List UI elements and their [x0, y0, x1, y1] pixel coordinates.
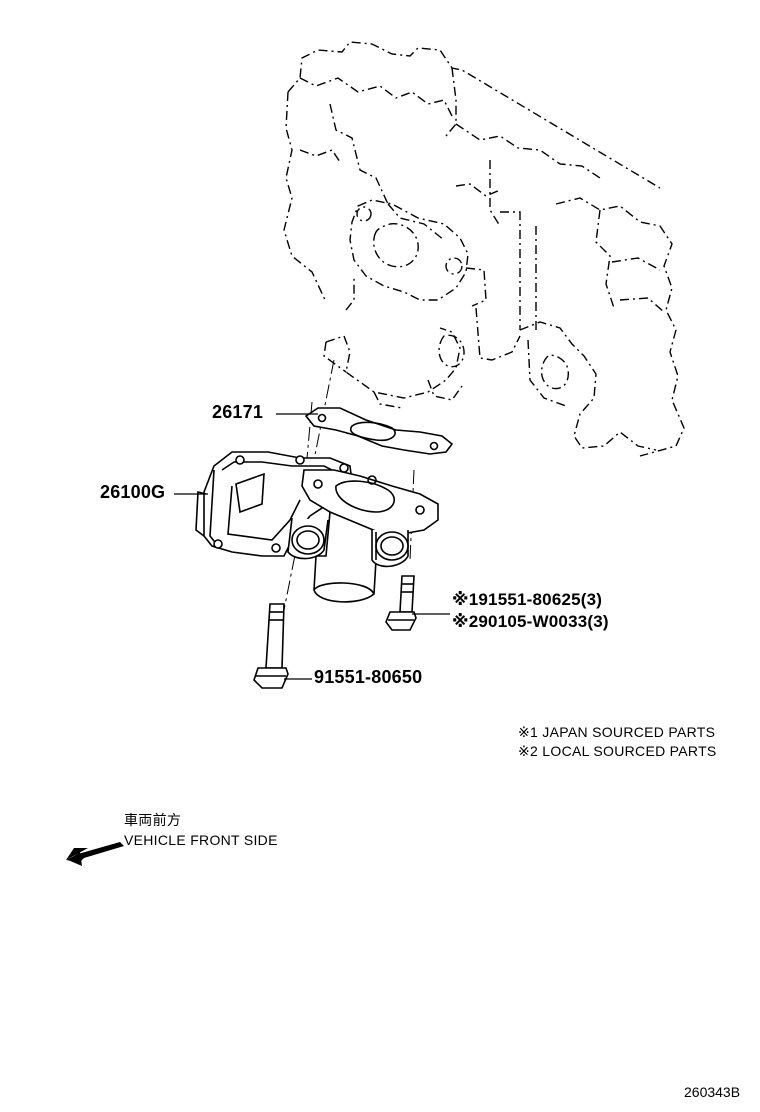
long-bolt-part-number: 91551-80650 — [314, 667, 423, 687]
engine-egr-flange-outline — [323, 199, 469, 409]
long-bolt-part — [253, 603, 289, 689]
egr-valve-part-number: 26100G — [100, 482, 166, 502]
engine-block-outline — [283, 41, 685, 457]
vehicle-front-japanese: 車両前方 — [124, 812, 182, 828]
short-bolt-part — [385, 575, 417, 631]
gasket-part — [304, 407, 454, 455]
egr-valve-part — [195, 451, 439, 603]
note-japan-sourced: ※1 JAPAN SOURCED PARTS — [518, 724, 716, 740]
diagram-code: 260343B — [684, 1084, 741, 1100]
vehicle-front-english: VEHICLE FRONT SIDE — [124, 832, 278, 848]
note-local-sourced: ※2 LOCAL SOURCED PARTS — [518, 743, 717, 759]
leader-lines — [174, 413, 450, 680]
gasket-part-number: 26171 — [212, 402, 264, 422]
short-bolt-part-number-local: ※290105-W0033(3) — [452, 612, 609, 631]
arrow-left-down-icon — [66, 842, 124, 866]
short-bolt-part-number-japan: ※191551-80625(3) — [452, 590, 603, 609]
